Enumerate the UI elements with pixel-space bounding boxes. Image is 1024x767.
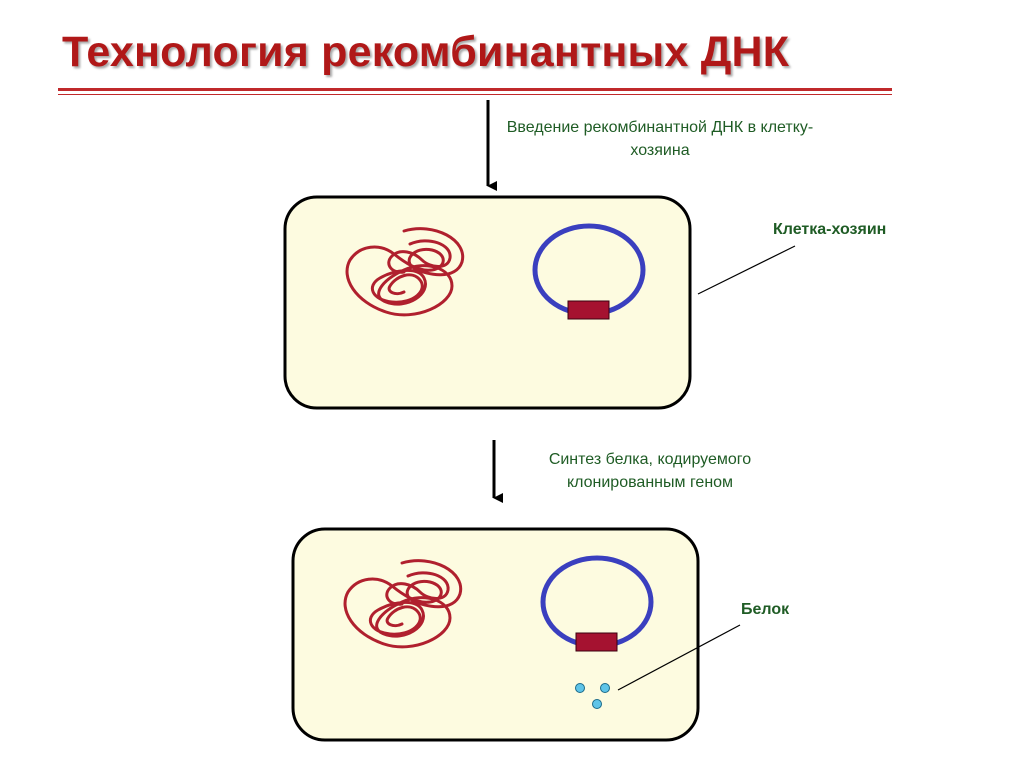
gene-insert-icon	[567, 300, 610, 320]
host-cell-label: Клетка-хозяин	[773, 221, 887, 238]
protein-leader-line	[617, 624, 741, 691]
host-cell-before	[283, 195, 692, 410]
host-cell-leader-line	[697, 245, 796, 295]
protein-label: Белок	[741, 601, 790, 618]
step-caption-synthesis: Синтез белка, кодируемого клонированным …	[548, 451, 752, 491]
protein-molecule-icon	[575, 683, 610, 709]
slide-title: Технология рекомбинантных ДНК	[62, 28, 790, 76]
title-divider-thin	[58, 94, 892, 95]
host-cell-after	[291, 527, 700, 742]
gene-insert-icon	[575, 632, 618, 652]
title-divider	[58, 88, 892, 91]
step-caption-introduction: Введение рекомбинантной ДНК в клетку-хоз…	[506, 119, 814, 159]
